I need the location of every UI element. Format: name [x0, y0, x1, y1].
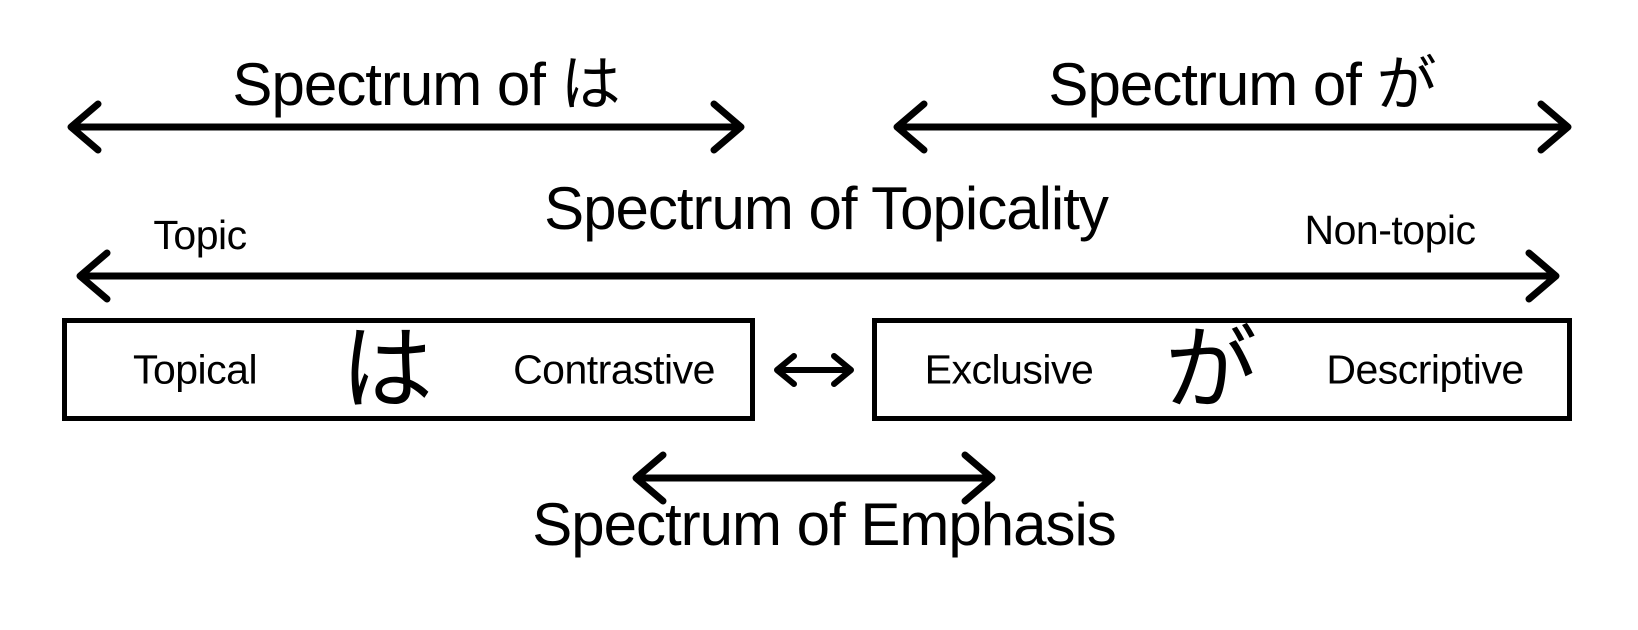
non-topic-label: Non-topic	[1304, 207, 1476, 253]
ga-particle: が	[1164, 318, 1258, 421]
topicality-arrow-icon	[76, 249, 1560, 303]
topicality-title: Spectrum of Topicality	[544, 175, 1109, 242]
ga-spectrum-arrow-icon	[893, 100, 1572, 154]
ha-particle: は	[340, 318, 434, 421]
ga-spectrum-title: Spectrum of が	[1048, 51, 1436, 118]
ha-spectrum-title: Spectrum of は	[232, 51, 620, 118]
descriptive-label: Descriptive	[1326, 346, 1524, 392]
ha-box: Topical は Contrastive	[62, 318, 755, 421]
boxes-link-arrow-icon	[774, 353, 854, 387]
topical-label: Topical	[132, 346, 258, 392]
exclusive-label: Exclusive	[924, 346, 1094, 392]
emphasis-arrow-icon	[632, 451, 996, 505]
ha-spectrum-arrow-icon	[67, 100, 745, 154]
emphasis-title: Spectrum of Emphasis	[532, 491, 1117, 558]
topic-label: Topic	[153, 212, 247, 258]
contrastive-label: Contrastive	[513, 346, 715, 392]
ga-box: Exclusive が Descriptive	[872, 318, 1572, 421]
